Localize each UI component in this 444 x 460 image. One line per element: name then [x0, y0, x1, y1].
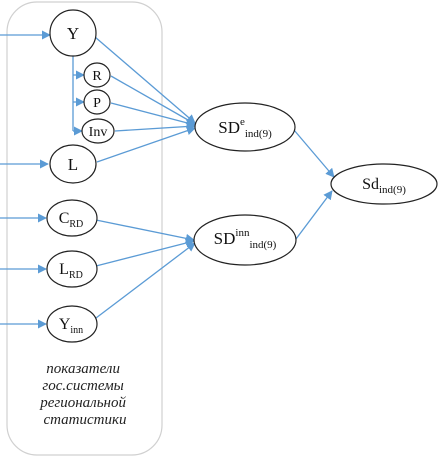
regional-statistics-group [6, 1, 163, 456]
node-inv: Inv [81, 118, 115, 144]
node-sd-e-label: SDeind(9) [218, 116, 272, 140]
node-r-label: R [92, 69, 102, 84]
caption-line-4: статистики [43, 412, 126, 428]
group-caption: показатели гос.системы региональной стат… [39, 361, 130, 428]
caption-line-1: показатели [46, 361, 120, 377]
node-l-rd-label: LRD [59, 261, 83, 281]
caption-line-2: гос.системы [42, 378, 123, 394]
node-l-label: L [68, 155, 78, 174]
node-l: L [49, 144, 97, 184]
node-sd-label: Sdind(9) [362, 176, 406, 196]
arrow-y-to-sde [94, 36, 196, 124]
flow-arrows [72, 36, 335, 319]
node-l-rd: LRD [46, 250, 98, 288]
node-sd-e: SDeind(9) [194, 102, 296, 152]
node-y-inn: Yinn [46, 305, 98, 343]
input-arrows [0, 30, 51, 329]
node-y: Y [49, 9, 97, 57]
arrow-r-to-sde [110, 75, 196, 125]
node-c-rd: CRD [46, 199, 98, 237]
arrow-yinn-to-sdinn [95, 242, 196, 319]
node-p-label: P [93, 96, 101, 111]
node-inv-label: Inv [89, 125, 108, 140]
node-sd: Sdind(9) [330, 163, 438, 205]
arrow-l-to-sde [96, 126, 196, 163]
node-c-rd-label: CRD [59, 210, 84, 230]
arrow-crd-to-sdinn [95, 219, 195, 243]
arrow-inv-to-sde [114, 121, 196, 132]
arrow-sde-to-sd [293, 129, 335, 178]
node-r: R [83, 62, 111, 88]
node-p: P [83, 89, 111, 115]
node-sd-inn-label: SDinnind(9) [214, 227, 277, 251]
arrow-lrd-to-sdinn [95, 238, 195, 267]
caption-line-3: региональной [39, 395, 126, 411]
arrow-p-to-sde [110, 102, 196, 128]
arrow-sdinn-to-sd [295, 190, 333, 240]
node-y-inn-label: Yinn [59, 316, 83, 336]
node-y-label: Y [67, 24, 79, 43]
node-sd-inn: SDinnind(9) [193, 214, 297, 266]
